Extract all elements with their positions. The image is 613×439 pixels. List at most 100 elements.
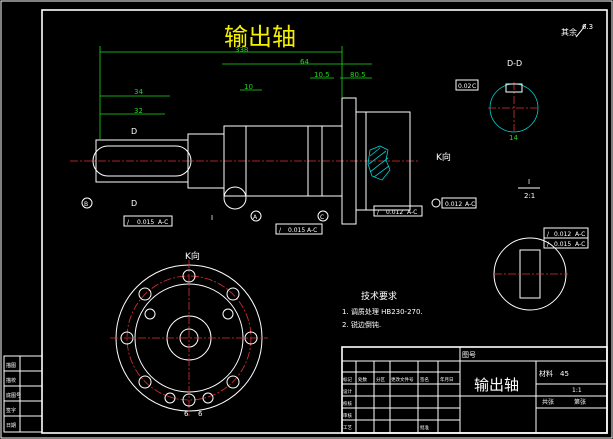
section-mark-d-upper: D (131, 127, 137, 136)
roughness-value: 6.3 (582, 23, 593, 31)
datum-c: C (320, 214, 324, 221)
tech-req-item-1: 1. 调质处理 HB230-270. (342, 307, 423, 316)
title-block-frame (341, 346, 608, 434)
hub-hatch (367, 145, 391, 181)
left-label-4: 签字 (6, 407, 16, 414)
sheet-current-label: 第张 (574, 398, 586, 406)
tol-frame-2 (275, 223, 323, 235)
keyway-right-end (175, 145, 192, 177)
tol-6-sym: / (547, 231, 550, 238)
tol-3-val: 0.012 (386, 209, 403, 216)
view-k-side-label: K向 (436, 151, 451, 163)
view-k-label: K向 (185, 250, 200, 262)
tol-frame-1 (123, 215, 173, 227)
bolt-hole-5 (182, 393, 196, 407)
tol-3-sym: / (377, 209, 380, 216)
tol-5-val: 0.02 (458, 83, 472, 90)
tol-6-ref: A-C (575, 231, 585, 238)
dim-10: 10 (244, 83, 253, 91)
dimension-group: 338 64 34 32 10 10.5 80.5 (99, 46, 372, 140)
tolerance-frames: / 0.015 A-C / 0.015 A-C / 0.012 A-C 0.01… (123, 79, 589, 249)
datum-b-circle (81, 197, 93, 209)
dim-6a: 6 (184, 410, 189, 418)
tol-7-sym: / (547, 241, 550, 248)
section-mark-d-lower: D (131, 199, 137, 208)
scale-value: 1:1 (572, 387, 582, 394)
section-dd-keyway (505, 83, 523, 93)
left-label-2: 描校 (6, 377, 16, 384)
part-name: 输出轴 (474, 376, 519, 394)
row-label-date: 年月日 (440, 376, 454, 383)
bolt-hole-1 (182, 269, 196, 283)
tol-frame-7 (543, 237, 589, 249)
material-value: 45 (560, 370, 569, 378)
material-label: 材料 (539, 369, 553, 378)
k-view-bolt-holes (120, 269, 258, 407)
dim-6b: 6 (198, 410, 203, 418)
tol-3-ref: A-C (407, 209, 417, 216)
dim-80-5: 80.5 (350, 71, 366, 79)
shaft-main-view (70, 97, 420, 225)
bolt-hole-11 (164, 392, 176, 404)
detail-scale-top: I (528, 178, 530, 186)
detail-i-view: I 2:1 (493, 178, 568, 311)
dim-338: 338 (235, 46, 248, 54)
datum-c-circle (317, 210, 329, 222)
tech-req-heading: 技术要求 (361, 290, 397, 302)
role-approve: 批准 (420, 424, 429, 431)
dim-10-5: 10.5 (314, 71, 330, 79)
dim-14: 14 (509, 134, 518, 142)
tol-frame-3 (373, 205, 423, 217)
datum-a-circle (250, 210, 262, 222)
tol-1-sym: / (127, 219, 130, 226)
tol-4-symbol (431, 198, 441, 208)
title-block: 图号 输出轴 材料 45 1:1 共张 第张 标记 处数 分区 更改文件号 签名… (341, 346, 608, 434)
detail-i-circle (223, 186, 247, 210)
keyway-left-end (92, 145, 109, 177)
section-dd-label: D-D (507, 59, 522, 68)
bolt-hole-10 (222, 308, 234, 320)
dim-32: 32 (134, 107, 143, 115)
bolt-hole-12 (202, 392, 214, 404)
left-strip-box (3, 355, 43, 433)
row-label-mark: 标记 (343, 376, 352, 383)
bolt-hole-7 (120, 331, 134, 345)
section-d-d-view: D-D 14 (488, 59, 540, 142)
row-label-sign: 签名 (420, 376, 429, 383)
tol-4-val: 0.012 (445, 201, 462, 208)
detail-scale-bottom: 2:1 (524, 192, 535, 200)
shaft-hub (355, 111, 411, 211)
inner-frame (41, 9, 608, 434)
left-label-1: 描图 (6, 362, 16, 369)
hub-hatch-2 (368, 150, 387, 165)
row-label-count: 处数 (358, 376, 367, 383)
bolt-hole-3 (244, 331, 258, 345)
tol-4-ref: A-C (465, 201, 475, 208)
role-check: 校核 (343, 400, 352, 407)
sheet-total-label: 共张 (542, 398, 554, 406)
roughness-symbol (575, 23, 587, 38)
datum-a: A (253, 214, 258, 221)
left-side-strip: 描图 描校 底图号 签字 日期 (3, 355, 43, 433)
left-label-5: 日期 (6, 423, 16, 429)
tol-frame-5 (455, 79, 479, 91)
tol-6-val: 0.012 (554, 231, 571, 238)
dim-34: 34 (134, 88, 143, 96)
tol-2-ref: A-C (307, 227, 317, 234)
role-design: 设计 (343, 388, 352, 395)
row-label-zone: 分区 (376, 376, 385, 383)
hub-hatch-outline (367, 145, 391, 181)
tol-1-ref: A-C (158, 219, 168, 226)
tech-req-item-2: 2. 锐边倒钝. (342, 320, 381, 329)
tech-requirements: 技术要求 1. 调质处理 HB230-270. 2. 锐边倒钝. (342, 290, 423, 329)
drawing-title: 输出轴 (224, 23, 296, 51)
tol-7-val: 0.015 (554, 241, 571, 248)
bolt-hole-4 (226, 375, 240, 389)
row-label-change: 更改文件号 (391, 376, 414, 383)
bolt-hole-6 (138, 375, 152, 389)
tol-2-val: 0.015 (288, 227, 305, 234)
hub-hatch-3 (369, 157, 389, 173)
